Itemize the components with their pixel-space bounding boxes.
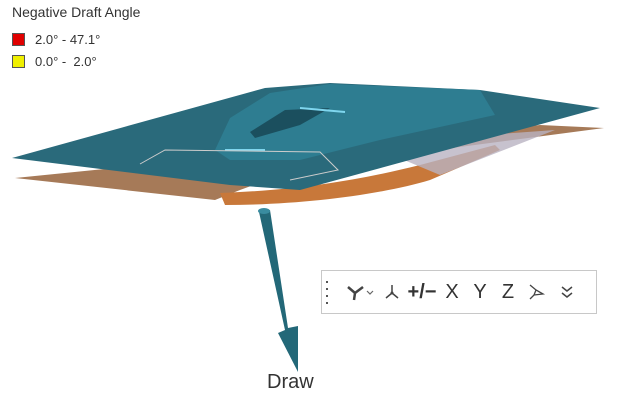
legend-item-label: 2.0° - 47.1° <box>35 31 101 47</box>
binder-flange <box>220 145 500 205</box>
yellow-swatch <box>12 54 25 68</box>
y-axis-button[interactable]: Y <box>473 280 487 303</box>
trim-line <box>139 149 340 181</box>
more-button[interactable] <box>550 277 584 307</box>
z-axis-button[interactable]: Z <box>501 280 515 303</box>
die-punch <box>215 84 495 160</box>
origin-icon <box>385 285 399 299</box>
draft-angle-legend: Negative Draft Angle 2.0° - 47.1° 0.0° -… <box>12 4 140 72</box>
legend-item: 0.0° - 2.0° <box>12 50 140 72</box>
binder-trim-region <box>380 130 555 175</box>
axis-triad-dropdown-button[interactable] <box>342 277 378 307</box>
highlight <box>299 107 346 113</box>
triad-icon <box>347 286 374 301</box>
rotate-button[interactable] <box>522 277 550 307</box>
x-axis-button[interactable]: X <box>445 280 459 303</box>
red-swatch <box>12 32 25 46</box>
draw-direction-label: Draw <box>267 371 314 393</box>
view-origin-button[interactable] <box>378 277 406 307</box>
toolbar-grip-handle[interactable] <box>326 280 330 304</box>
legend-item-label: 0.0° - 2.0° <box>35 53 97 69</box>
punch-slot <box>250 108 330 138</box>
legend-title: Negative Draft Angle <box>12 4 141 20</box>
chevron-double-down-icon <box>561 286 573 298</box>
legend-item: 2.0° - 47.1° <box>12 28 140 50</box>
arrow-tail <box>258 208 270 214</box>
view-toolbar: +/− X Y Z <box>321 270 597 314</box>
reverse-direction-button[interactable]: +/− <box>407 280 437 303</box>
rotate-icon <box>529 284 546 300</box>
draw-direction-arrow[interactable] <box>259 210 298 372</box>
